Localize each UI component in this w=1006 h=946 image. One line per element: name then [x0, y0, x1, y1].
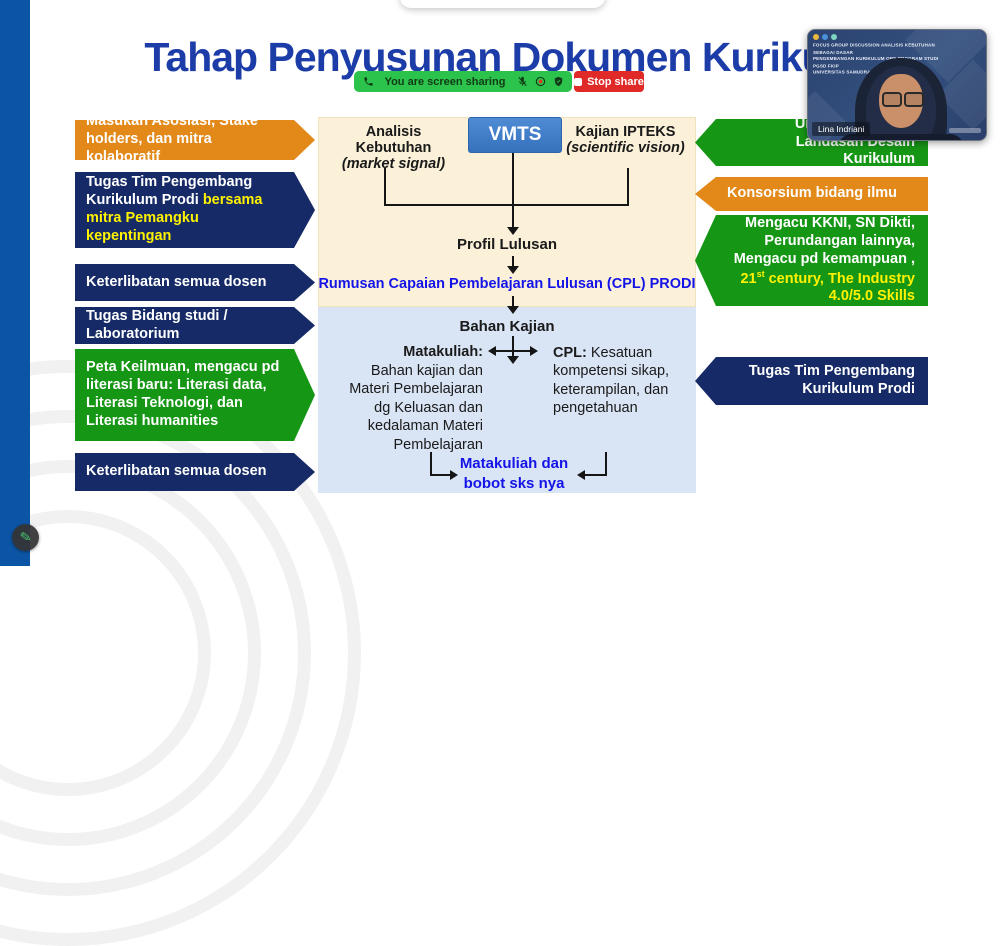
- banner-peta-keilmuan: Peta Keilmuan, mengacu pd literasi baru:…: [75, 349, 315, 441]
- flowchart-bottom-panel: [318, 307, 696, 493]
- arrow-down: [507, 227, 519, 235]
- video-date-text: [949, 128, 981, 133]
- banner-keterlibatan-dosen-1: Keterlibatan semua dosen: [75, 264, 315, 301]
- institution-logos: [813, 34, 837, 40]
- banner-text: Tugas Bidang studi / Laboratorium: [86, 307, 228, 342]
- glasses-icon: [904, 92, 924, 107]
- banner-tugas-tim-pengembang: Tugas Tim Pengembang Kurikulum Prodi ber…: [75, 172, 315, 248]
- vmts-label: VMTS: [488, 124, 542, 145]
- banner-tugas-tim-kurikulum: Tugas Tim Pengembang Kurikulum Prodi: [695, 357, 928, 405]
- flow-profil-lulusan: Profil Lulusan: [456, 236, 557, 253]
- flow-connector: [585, 474, 607, 476]
- flow-connector: [512, 256, 514, 268]
- banner-text: Peta Keilmuan, mengacu pd literasi baru:…: [86, 359, 280, 429]
- arrow-down: [507, 356, 519, 364]
- virtual-background-text: FOCUS GROUP DISCUSSION ANALISIS KEBUTUHA…: [813, 43, 939, 76]
- flow-cpl-text: CPL: Kesatuan kompetensi sikap, keteramp…: [553, 345, 670, 417]
- flow-matakuliah-label: Matakuliah:: [403, 344, 483, 360]
- arrow-down: [507, 266, 519, 274]
- banner-masukan-asosiasi: Masukan Asosiasi, Stake holders, dan mit…: [75, 120, 315, 160]
- flow-connector: [512, 296, 514, 308]
- arrow-left: [488, 346, 496, 356]
- left-edge-strip: [0, 0, 30, 566]
- flow-connector: [384, 204, 629, 206]
- banner-text: Konsorsium bidang ilmu: [727, 185, 897, 202]
- stop-square-icon: [574, 77, 583, 86]
- banner-text: Keterlibatan semua dosen: [86, 463, 267, 480]
- banner-mengacu-kkni: Mengacu KKNI, SN Dikti, Perundangan lain…: [695, 215, 928, 306]
- flow-rumusan-cpl: Rumusan Capaian Pembelajaran Lulusan (CP…: [318, 276, 696, 292]
- banner-keterlibatan-dosen-2: Keterlibatan semua dosen: [75, 453, 315, 491]
- participant-figure: [838, 134, 964, 140]
- flow-connector: [430, 452, 432, 476]
- flow-connector: [496, 350, 530, 352]
- banner-text: Keterlibatan semua dosen: [86, 273, 267, 290]
- glasses-icon: [882, 92, 902, 107]
- mic-muted-icon[interactable]: [516, 76, 528, 88]
- flow-connector: [430, 474, 452, 476]
- security-icon[interactable]: [552, 76, 564, 88]
- participant-name-badge: Lina Indriani: [812, 122, 871, 136]
- annotate-button[interactable]: ✎: [12, 524, 39, 551]
- pencil-icon: ✎: [18, 528, 33, 546]
- participant-video-tile[interactable]: FOCUS GROUP DISCUSSION ANALISIS KEBUTUHA…: [807, 29, 987, 141]
- flow-vmts-box: VMTS: [468, 117, 562, 153]
- flow-bahan-kajian: Bahan Kajian: [459, 318, 555, 335]
- stop-share-button[interactable]: Stop share: [574, 71, 644, 92]
- flow-kajian-ipteks: Kajian IPTEKS (scientific vision): [566, 124, 685, 156]
- banner-text: Mengacu KKNI, SN Dikti, Perundangan lain…: [733, 214, 915, 305]
- stop-share-label: Stop share: [587, 75, 644, 88]
- flow-connector: [627, 168, 629, 206]
- screen-sharing-status: You are screen sharing: [384, 75, 506, 88]
- flow-connector: [384, 168, 386, 206]
- arrow-right: [450, 470, 458, 480]
- arrow-left: [577, 470, 585, 480]
- screen-sharing-bar: You are screen sharing: [354, 71, 572, 92]
- banner-tugas-bidang-studi: Tugas Bidang studi / Laboratorium: [75, 307, 315, 344]
- flow-bobot-sks: Matakuliah dan bobot sks nya: [459, 455, 569, 492]
- phone-icon: [362, 76, 374, 88]
- meeting-toolbar-collapsed[interactable]: [400, 0, 605, 8]
- arrow-right: [530, 346, 538, 356]
- arrow-down: [507, 306, 519, 314]
- decorative-arc: [0, 360, 361, 946]
- banner-text: Tugas Tim Pengembang Kurikulum Prodi ber…: [86, 174, 263, 244]
- banner-text: Masukan Asosiasi, Stake holders, dan mit…: [86, 113, 258, 165]
- flow-connector: [605, 452, 607, 476]
- flow-matakuliah-body: Bahan kajian dan Materi Pembelajaran dg …: [349, 363, 483, 453]
- recording-icon[interactable]: [534, 76, 546, 88]
- banner-text: Tugas Tim Pengembang Kurikulum Prodi: [748, 363, 915, 397]
- banner-konsorsium: Konsorsium bidang ilmu: [695, 177, 928, 211]
- flow-connector: [512, 336, 514, 358]
- flow-analisis-kebutuhan: Analisis Kebutuhan (market signal): [341, 124, 446, 172]
- flow-connector: [512, 151, 514, 228]
